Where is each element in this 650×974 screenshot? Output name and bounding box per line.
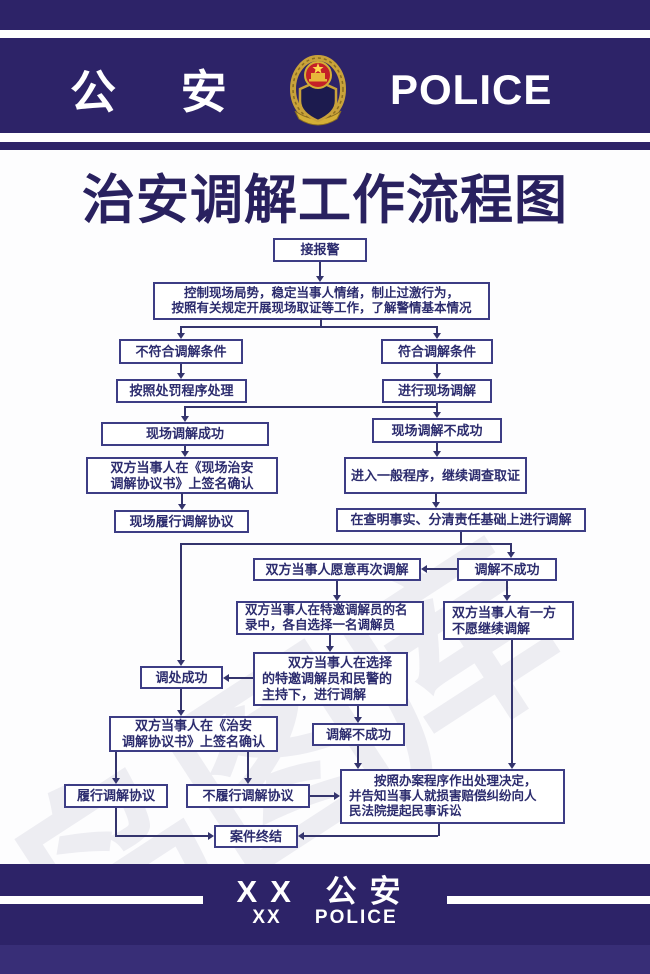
node-mediation-fail-2: 调解不成功 — [312, 723, 405, 746]
node-control-scene: 控制现场局势，稳定当事人情绪，制止过激行为， 按照有关规定开展现场取证等工作，了… — [153, 282, 490, 320]
arrowhead-icon — [181, 416, 189, 422]
connector-line — [319, 262, 321, 276]
arrowhead-icon — [507, 552, 515, 558]
node-willing-remediate: 双方当事人愿意再次调解 — [253, 558, 421, 581]
footer-org-cn: XX 公安 — [236, 874, 414, 909]
node-mediation-fail-1: 调解不成功 — [457, 558, 557, 581]
connector-line — [435, 493, 437, 502]
arrowhead-icon — [223, 674, 229, 682]
connector-line — [427, 568, 457, 570]
arrowhead-icon — [181, 451, 189, 457]
arrowhead-icon — [421, 565, 427, 573]
connector-line — [320, 318, 322, 326]
connector-line — [184, 406, 438, 408]
header-rule — [0, 142, 650, 150]
connector-line — [304, 835, 438, 837]
arrowhead-icon — [354, 717, 362, 723]
footer-org-en: XX POLICE — [252, 907, 398, 928]
arrowhead-icon — [244, 778, 252, 784]
node-mediate-with-invited: 双方当事人在选择 的特邀调解员和民警的 主持下，进行调解 — [253, 652, 408, 706]
arrowhead-icon — [316, 276, 324, 282]
node-choose-mediator: 双方当事人在特邀调解员的名 录中，各自选择一名调解员 — [236, 601, 424, 635]
connector-line — [436, 364, 438, 373]
arrowhead-icon — [354, 763, 362, 769]
node-onsite-fail: 现场调解不成功 — [372, 418, 502, 443]
node-perform-agreement: 履行调解协议 — [64, 784, 168, 808]
arrowhead-icon — [503, 595, 511, 601]
node-penalty-procedure: 按照处罚程序处理 — [116, 379, 247, 403]
node-meet-conditions: 符合调解条件 — [381, 339, 493, 364]
node-onsite-perform: 现场履行调解协议 — [114, 510, 249, 533]
connector-line — [436, 408, 438, 412]
footer-light-strip — [0, 945, 650, 974]
arrowhead-icon — [177, 373, 185, 379]
header-gap-stripe — [0, 133, 650, 142]
connector-line — [511, 640, 513, 763]
connector-line — [436, 403, 438, 408]
connector-line — [181, 326, 437, 328]
connector-line — [115, 752, 117, 778]
node-onsite-success: 现场调解成功 — [101, 422, 269, 446]
connector-line — [460, 532, 462, 543]
node-one-party-unwilling: 双方当事人有一方 不愿继续调解 — [443, 601, 574, 640]
node-receive-report: 接报警 — [273, 238, 367, 262]
arrowhead-icon — [432, 502, 440, 508]
node-sign-agreement: 双方当事人在《治安 调解协议书》上签名确认 — [109, 716, 278, 752]
arrowhead-icon — [326, 646, 334, 652]
connector-line — [436, 443, 438, 451]
connector-line — [115, 835, 208, 837]
arrowhead-icon — [433, 373, 441, 379]
footer-right-line — [447, 896, 650, 904]
footer-left-line — [0, 896, 203, 904]
node-onsite-mediation: 进行现场调解 — [382, 379, 492, 403]
page-title: 治安调解工作流程图 — [82, 171, 568, 230]
header-title-cn: 公 安 — [70, 66, 253, 118]
connector-line — [180, 326, 182, 335]
arrowhead-icon — [208, 832, 214, 840]
police-badge-icon — [290, 55, 346, 126]
arrowhead-icon — [433, 333, 441, 339]
arrowhead-icon — [433, 412, 441, 418]
arrowhead-icon — [298, 832, 304, 840]
connector-line — [115, 808, 117, 836]
connector-line — [180, 543, 182, 660]
connector-line — [436, 326, 438, 335]
connector-line — [180, 364, 182, 373]
connector-line — [357, 706, 359, 717]
arrowhead-icon — [177, 333, 185, 339]
connector-line — [336, 581, 338, 595]
connector-line — [180, 689, 182, 710]
node-case-decision: 按照办案程序作出处理决定， 并告知当事人就损害赔偿纠纷向人 民法院提起民事诉讼 — [340, 769, 565, 824]
connector-line — [180, 543, 511, 545]
node-case-closed: 案件终结 — [214, 825, 298, 848]
arrowhead-icon — [508, 763, 516, 769]
node-sign-onsite-agreement: 双方当事人在《现场治安 调解协议书》上签名确认 — [86, 457, 278, 494]
connector-line — [184, 446, 186, 451]
arrowhead-icon — [178, 504, 186, 510]
connector-line — [229, 677, 253, 679]
node-mediate-on-facts: 在查明事实、分清责任基础上进行调解 — [336, 508, 586, 532]
node-not-meet-conditions: 不符合调解条件 — [119, 339, 243, 364]
node-general-procedure: 进入一般程序，继续调查取证 — [344, 457, 527, 494]
header-title-en: POLICE — [390, 66, 553, 113]
arrowhead-icon — [433, 451, 441, 457]
connector-line — [181, 493, 183, 504]
arrowhead-icon — [333, 595, 341, 601]
arrowhead-icon — [177, 710, 185, 716]
connector-line — [329, 635, 331, 646]
header-top-stripe — [0, 30, 650, 38]
arrowhead-icon — [177, 660, 185, 666]
connector-line — [247, 752, 249, 778]
connector-line — [184, 408, 186, 416]
connector-line — [438, 824, 440, 836]
arrowhead-icon — [112, 778, 120, 784]
arrowhead-icon — [334, 792, 340, 800]
connector-line — [510, 543, 512, 552]
node-not-perform-agreement: 不履行调解协议 — [186, 784, 310, 808]
node-mediation-success: 调处成功 — [140, 666, 223, 689]
connector-line — [357, 746, 359, 763]
connector-line — [310, 795, 334, 797]
connector-line — [506, 581, 508, 595]
